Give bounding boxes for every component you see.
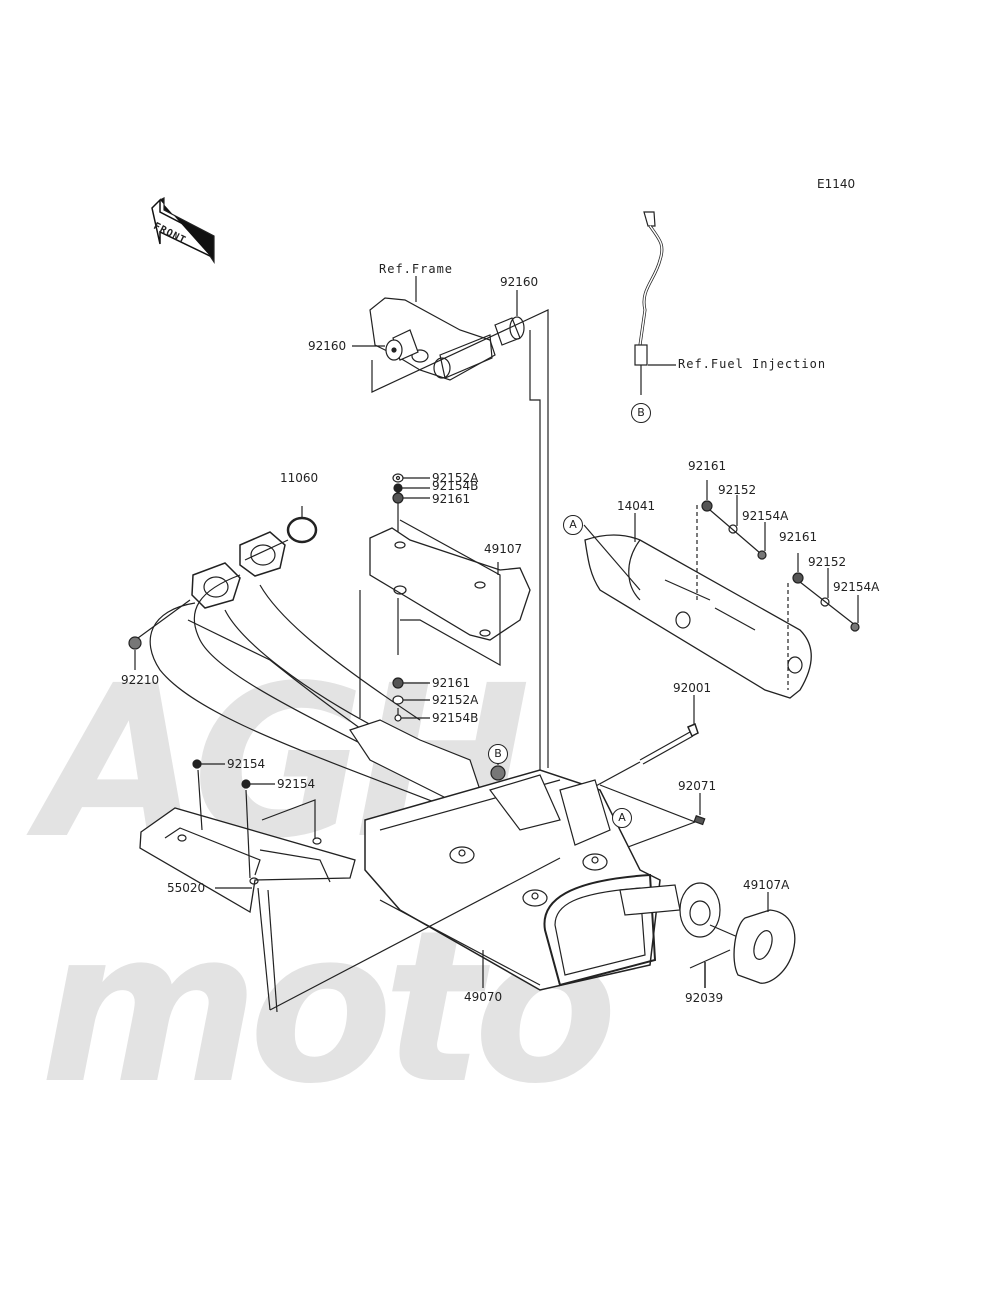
part-label-49107[interactable]: 49107 <box>484 542 523 556</box>
mount-bracket <box>522 889 548 907</box>
part-label-92154a-r2[interactable]: 92154A <box>833 580 880 594</box>
nut-92154a-r1 <box>757 550 767 560</box>
part-label-92152a-top[interactable]: 92152A <box>432 471 479 485</box>
washer-92152a-mid <box>392 695 404 705</box>
part-label-92039[interactable]: 92039 <box>685 991 724 1005</box>
callout-b-pipe: B <box>488 744 508 764</box>
part-label-92161-top[interactable]: 92161 <box>432 492 471 506</box>
frame-bracket <box>369 297 496 381</box>
part-label-92161-r2[interactable]: 92161 <box>779 530 818 544</box>
part-label-49070[interactable]: 49070 <box>464 990 503 1004</box>
part-label-92161-mid[interactable]: 92161 <box>432 676 471 690</box>
bushing-92160-left <box>385 329 419 361</box>
part-label-92154-1[interactable]: 92154 <box>227 757 266 771</box>
nut-92161-mid <box>392 677 404 689</box>
muffler-49070 <box>364 769 661 991</box>
mount-bracket <box>582 853 608 871</box>
callout-b-sensor: B <box>631 403 651 423</box>
callout-a-muffler: A <box>612 808 632 828</box>
part-label-92071[interactable]: 92071 <box>678 779 717 793</box>
exhaust-flange-2 <box>239 531 286 577</box>
part-label-92161-r1[interactable]: 92161 <box>688 459 727 473</box>
end-cap-49107a <box>733 909 796 984</box>
bolt-92154-1 <box>192 759 202 769</box>
nut-92210 <box>128 636 142 650</box>
tail-tip <box>619 882 721 938</box>
mount-bracket <box>449 846 475 864</box>
nut-92161-r2 <box>792 572 804 584</box>
bolt-92154-2 <box>241 779 251 789</box>
diagram-code: E1140 <box>817 177 856 191</box>
grommet-b <box>490 765 506 781</box>
part-label-49107a[interactable]: 49107A <box>743 878 790 892</box>
o2-sensor <box>634 211 664 395</box>
part-label-92154b-mid[interactable]: 92154B <box>432 711 479 725</box>
nut-92154a-r2 <box>850 622 860 632</box>
part-label-55020[interactable]: 55020 <box>167 881 206 895</box>
ref-fuel-injection-label: Ref.Fuel Injection <box>678 357 827 371</box>
washer-92152a-top <box>392 473 404 483</box>
exhaust-header-pipes <box>149 574 481 821</box>
front-arrow-icon <box>151 197 215 264</box>
callout-a-cover: A <box>563 515 583 535</box>
heat-shield-49107 <box>369 527 531 641</box>
part-label-92152a-mid[interactable]: 92152A <box>432 693 479 707</box>
clip-92071 <box>693 815 706 826</box>
bushing-92160-top <box>494 316 525 346</box>
part-label-92154-2[interactable]: 92154 <box>277 777 316 791</box>
part-label-92154b-top[interactable]: 92154B <box>432 479 479 493</box>
nut-92161-top <box>392 492 404 504</box>
part-label-14041[interactable]: 14041 <box>617 499 656 513</box>
part-label-92160-left[interactable]: 92160 <box>308 339 347 353</box>
nut-92161-r1 <box>701 500 713 512</box>
part-label-92160-top[interactable]: 92160 <box>500 275 539 289</box>
bolt-92001 <box>639 722 699 765</box>
part-label-92152-r2[interactable]: 92152 <box>808 555 847 569</box>
ref-frame-label: Ref.Frame <box>379 262 454 276</box>
part-label-11060[interactable]: 11060 <box>280 471 319 485</box>
part-label-92152-r1[interactable]: 92152 <box>718 483 757 497</box>
under-cover-55020 <box>139 807 356 914</box>
o-ring-11060 <box>286 516 318 544</box>
part-label-92210[interactable]: 92210 <box>121 673 160 687</box>
part-label-92154a-r1[interactable]: 92154A <box>742 509 789 523</box>
part-label-92001[interactable]: 92001 <box>673 681 712 695</box>
muffler-cover-14041 <box>584 534 812 699</box>
bolt-92154b-mid <box>394 708 402 722</box>
